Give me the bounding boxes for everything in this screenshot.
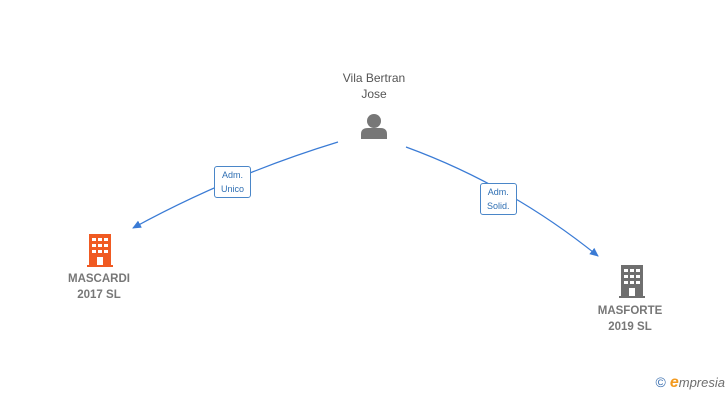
building-icon[interactable] [619,265,645,298]
brand-logo-text: mpresia [678,375,725,390]
company-masforte-line2: 2019 SL [608,321,652,333]
edge-label-adm-unico: Adm. Unico [214,166,252,198]
person-name-line1: Vila Bertran [342,71,406,85]
company-mascardi-line2: 2017 SL [77,289,121,301]
company-mascardi-label[interactable]: MASCARDI 2017 SL [49,271,149,303]
edge-label-adm-solid-line2: Solid. [487,201,510,211]
copyright-icon: © [655,374,666,390]
company-mascardi-line1: MASCARDI [68,273,130,285]
edge-label-adm-unico-line2: Unico [221,184,245,194]
person-name-line2: Jose [361,87,387,101]
person-name-label[interactable]: Vila Bertran Jose [324,70,424,102]
company-masforte-label[interactable]: MASFORTE 2019 SL [580,303,680,335]
building-icon[interactable] [87,234,113,267]
brand-watermark: ©empresia [656,374,725,392]
edge-label-adm-unico-line1: Adm. [222,170,244,180]
person-icon[interactable] [361,114,387,139]
company-masforte-line1: MASFORTE [597,305,663,317]
edge-label-adm-solid-line1: Adm. [487,187,509,197]
edge-label-adm-solid: Adm. Solid. [480,183,517,215]
brand-logo-initial: e [669,374,679,391]
